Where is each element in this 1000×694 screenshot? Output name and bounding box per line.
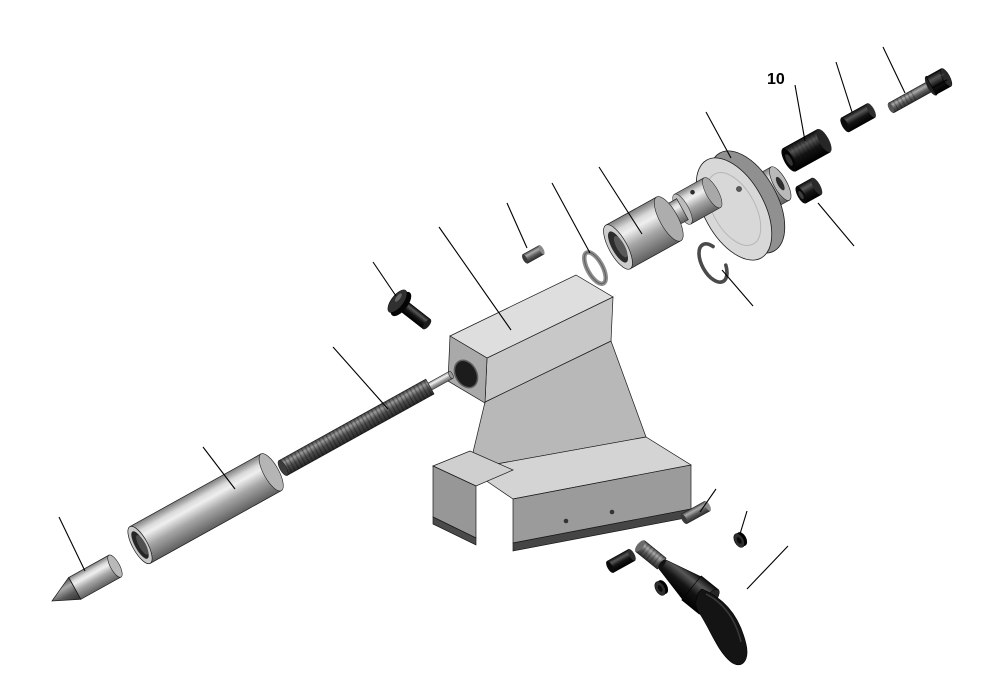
- tailstock-body: [432, 274, 692, 552]
- spacer-sleeve: [781, 128, 832, 172]
- leader-line: [506, 202, 528, 249]
- disc-face-hole: [736, 186, 742, 192]
- leader-line: [705, 111, 732, 159]
- lever-arm: [695, 588, 748, 666]
- leader-line: [739, 510, 748, 535]
- body-foot-bottom: [432, 516, 477, 546]
- hub-bore-hole: [775, 176, 785, 191]
- handwheel-disc: [695, 150, 786, 261]
- part-callout-10: 10: [767, 71, 785, 88]
- leader-line: [882, 46, 906, 94]
- dead-center: [51, 554, 123, 602]
- quill-sleeve: [127, 453, 284, 565]
- retaining-clip: [697, 242, 729, 284]
- leader-line: [699, 488, 717, 513]
- spindle-bushing: [603, 196, 684, 270]
- leader-line: [746, 545, 789, 590]
- base-screw-hole: [563, 518, 569, 524]
- hex-bolt: [887, 68, 953, 114]
- roll-pin: [840, 103, 876, 133]
- stepped-hub: [664, 177, 723, 226]
- leader-line: [598, 166, 643, 235]
- leader-line: [332, 346, 389, 410]
- clamp-washer: [654, 580, 669, 596]
- thumb-screw: [387, 289, 432, 330]
- cap-nut: [795, 177, 823, 204]
- clamp-lever: [635, 540, 748, 666]
- feed-spindle: [277, 371, 454, 476]
- lever-stud: [635, 540, 667, 570]
- leader-line: [551, 182, 591, 254]
- leader-line: [202, 446, 236, 490]
- grooved-pin: [522, 245, 545, 264]
- clamp-roll-pin: [606, 548, 636, 574]
- leader-line: [58, 516, 86, 572]
- set-screw-hole: [690, 189, 695, 195]
- quill-bore-hole: [453, 359, 479, 389]
- retaining-ring: [582, 250, 608, 286]
- base-screw-hole: [609, 509, 615, 515]
- leader-line: [817, 202, 855, 247]
- screw-head: [387, 289, 408, 313]
- washer: [733, 532, 748, 548]
- leader-line: [835, 61, 853, 113]
- leader-line: [721, 269, 754, 307]
- leader-lines: [58, 46, 906, 590]
- disc-face: [695, 157, 773, 261]
- leader-line: [372, 261, 397, 297]
- leader-line: [794, 84, 806, 142]
- leader-line: [438, 226, 512, 331]
